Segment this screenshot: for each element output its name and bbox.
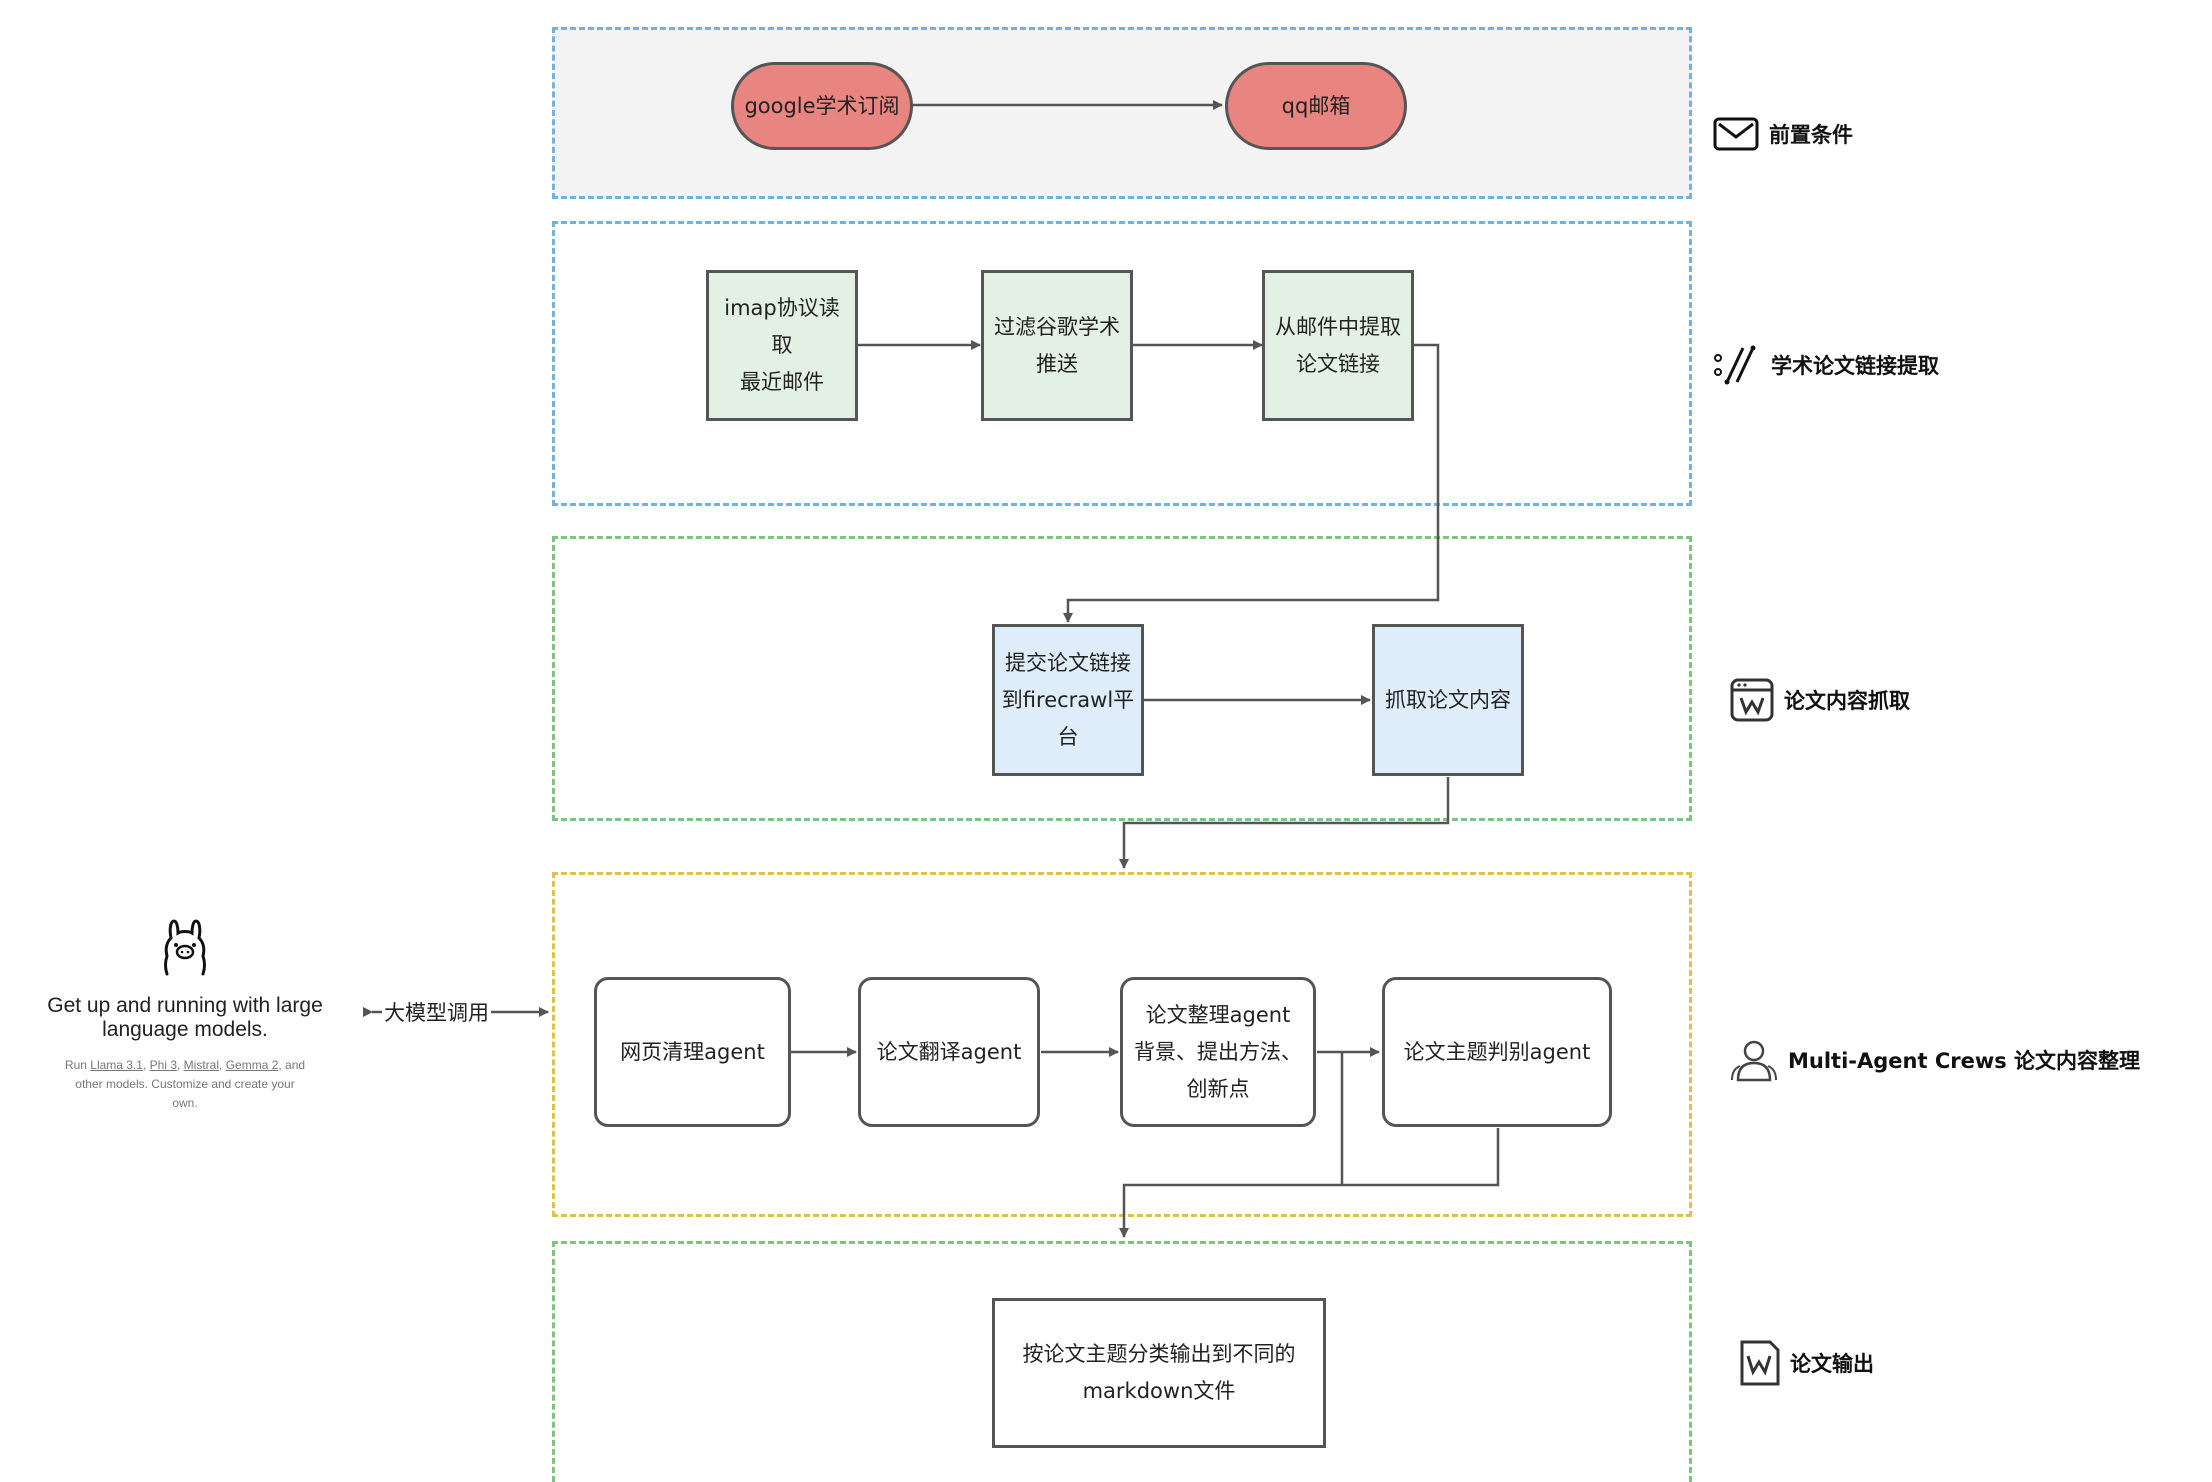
ollama-model-link-gemma[interactable]: Gemma 2: [225, 1058, 279, 1072]
node-organize-agent-line2: 背景、提出方法、: [1134, 1039, 1302, 1064]
document-w-icon: [1740, 1340, 1780, 1386]
ollama-sub-run: Run: [64, 1058, 87, 1072]
node-extract-links[interactable]: 从邮件中提取 论文链接: [1262, 270, 1414, 421]
lane-label-multi-agent: Multi-Agent Crews 论文内容整理: [1730, 1038, 2140, 1082]
node-organize-agent-line3: 创新点: [1186, 1076, 1250, 1101]
ollama-title-line1: Get up and running with large: [47, 994, 323, 1017]
node-filter-scholar[interactable]: 过滤谷歌学术 推送: [981, 270, 1133, 421]
node-google-scholar-text: google学术订阅: [744, 93, 900, 118]
ollama-sub-and: and: [285, 1058, 306, 1072]
user-group-icon: [1731, 1040, 1777, 1082]
node-topic-agent[interactable]: 论文主题判别agent: [1382, 977, 1612, 1127]
lane-multi-agent: [552, 872, 1692, 1217]
node-submit-firecrawl[interactable]: 提交论文链接 到firecrawl平 台: [992, 624, 1144, 776]
node-crawl-content-text: 抓取论文内容: [1385, 687, 1511, 712]
lane-label-content-crawl: 论文内容抓取: [1730, 678, 1910, 722]
edge-topic-to-output: [1119, 1128, 1500, 1238]
node-submit-firecrawl-line2: 到firecrawl平: [1001, 687, 1135, 712]
node-translate-agent-text: 论文翻译agent: [876, 1039, 1022, 1064]
node-crawl-content[interactable]: 抓取论文内容: [1372, 624, 1524, 776]
node-submit-firecrawl-line3: 台: [1057, 724, 1079, 749]
ollama-panel: Get up and running with large language m…: [40, 918, 330, 1113]
node-organize-agent-line1: 论文整理agent: [1145, 1002, 1291, 1027]
node-extract-links-line2: 论文链接: [1296, 351, 1380, 376]
ollama-title-line2: language models.: [102, 1018, 268, 1041]
lane-output: [552, 1241, 1692, 1482]
node-imap-read[interactable]: imap协议读取 最近邮件: [706, 270, 858, 421]
node-submit-firecrawl-line1: 提交论文链接: [1004, 650, 1131, 675]
node-google-scholar[interactable]: google学术订阅: [731, 62, 913, 150]
node-extract-links-line1: 从邮件中提取: [1275, 314, 1401, 339]
lane-link-extract: [552, 221, 1692, 506]
ollama-model-link-llama[interactable]: Llama 3.1: [90, 1058, 143, 1072]
node-markdown-output-line2: markdown文件: [1082, 1379, 1236, 1403]
web-window-icon: [1730, 678, 1774, 722]
mail-icon: [1713, 117, 1759, 151]
node-filter-scholar-line1: 过滤谷歌学术: [994, 314, 1120, 339]
node-markdown-output-line1: 按论文主题分类输出到不同的: [1022, 1342, 1296, 1366]
node-markdown-output[interactable]: 按论文主题分类输出到不同的 markdown文件: [992, 1298, 1326, 1448]
edge-extract-to-submit: [1063, 343, 1440, 623]
node-clean-agent[interactable]: 网页清理agent: [594, 977, 791, 1127]
lane-label-precondition: 前置条件: [1713, 117, 1853, 151]
node-filter-scholar-line2: 推送: [1036, 351, 1078, 376]
node-topic-agent-text: 论文主题判别agent: [1403, 1039, 1591, 1064]
ollama-sub-line3: own.: [172, 1096, 198, 1110]
lane-label-multi-agent-text: Multi-Agent Crews 论文内容整理: [1788, 1049, 2141, 1073]
ollama-model-link-phi[interactable]: Phi 3: [149, 1058, 177, 1072]
llama-logo-icon: [164, 919, 206, 976]
node-organize-agent[interactable]: 论文整理agent 背景、提出方法、 创新点: [1120, 977, 1316, 1127]
lane-label-link-extract-text: 学术论文链接提取: [1771, 354, 1939, 378]
lane-label-link-extract: 学术论文链接提取: [1713, 344, 1939, 386]
node-imap-read-line2: 最近邮件: [740, 370, 824, 394]
lane-label-precondition-text: 前置条件: [1769, 123, 1853, 147]
node-clean-agent-text: 网页清理agent: [620, 1039, 765, 1064]
edge-label-llm-call: 大模型调用: [382, 997, 491, 1027]
node-imap-read-line1: imap协议读取: [724, 296, 840, 357]
lane-label-output-text: 论文输出: [1790, 1352, 1874, 1376]
node-qq-mail[interactable]: qq邮箱: [1225, 62, 1407, 150]
lane-label-content-crawl-text: 论文内容抓取: [1784, 689, 1910, 713]
ollama-model-link-mistral[interactable]: Mistral: [183, 1058, 220, 1072]
links-icon: [1714, 345, 1756, 385]
node-qq-mail-text: qq邮箱: [1281, 93, 1351, 118]
node-translate-agent[interactable]: 论文翻译agent: [858, 977, 1040, 1127]
lane-content-crawl: [552, 536, 1692, 821]
lane-label-output: 论文输出: [1738, 1340, 1874, 1386]
edge-crawl-to-agents: [1119, 777, 1450, 869]
ollama-sub-line2: other models. Customize and create your: [75, 1077, 295, 1091]
